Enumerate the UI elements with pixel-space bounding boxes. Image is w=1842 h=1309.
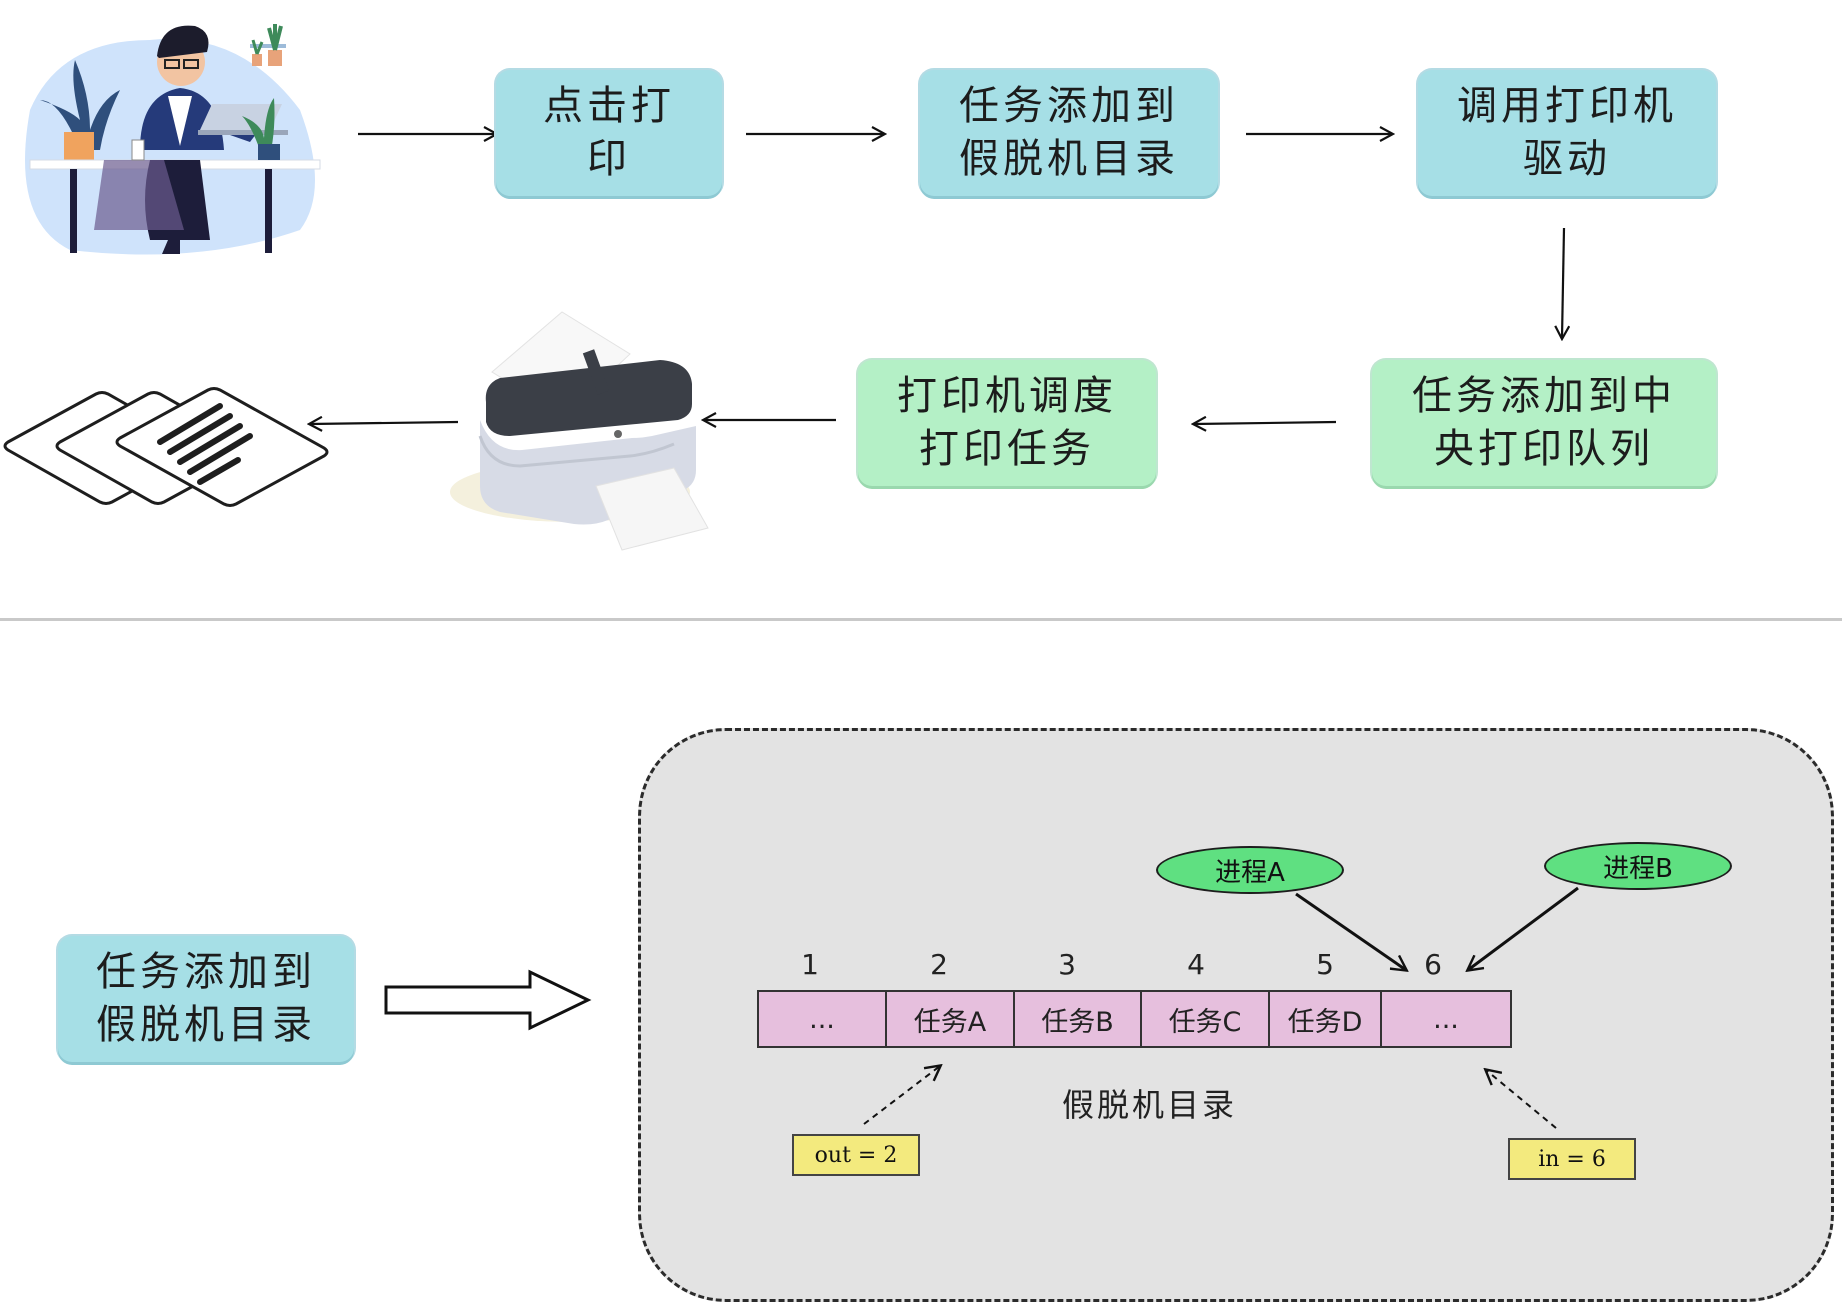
step-printer-schedule-line2: 打印任务 [919,426,1095,472]
spool-directory-slots: ... 任务A 任务B 任务C 任务D ... [757,990,1512,1048]
slot-index-5: 5 [1316,948,1334,981]
out-pointer: out = 2 [792,1134,920,1176]
arrow-printer-to-pages [310,422,459,424]
step-add-to-central-queue-line1: 任务添加到中 [1412,373,1676,420]
spool-directory-label: 假脱机目录 [1062,1086,1238,1124]
source-box-line1: 任务添加到 [96,949,316,996]
slot-cell: 任务C [1140,990,1270,1048]
source-box-line2: 假脱机目录 [96,1002,316,1048]
step-add-to-spool-dir-line2: 假脱机目录 [959,136,1179,182]
slot-index-2: 2 [930,948,948,981]
illustrations-layer [3,24,709,551]
printed-pages-icon [3,387,329,507]
section-divider [0,618,1842,621]
slot-index-3: 3 [1058,948,1076,981]
slot-cell: 任务D [1268,990,1382,1048]
in-pointer: in = 6 [1508,1138,1636,1180]
slot-index-6: 6 [1424,948,1442,981]
process-a-node: 进程A [1156,846,1344,894]
step-click-print-line1: 点击打 [543,83,675,130]
step-add-to-spool-dir: 任务添加到假脱机目录 [920,70,1218,196]
slot-index-1: 1 [801,948,819,981]
step-call-printer-driver: 调用打印机驱动 [1418,70,1716,196]
arrow-queue-to-schedule [1194,422,1337,424]
step-click-print: 点击打印 [496,70,722,196]
printer-illustration [450,311,709,551]
step-printer-schedule-line1: 打印机调度 [897,373,1117,420]
source-box-spool-dir: 任务添加到假脱机目录 [58,936,354,1062]
step-printer-schedule: 打印机调度打印任务 [858,360,1156,486]
process-b-node: 进程B [1544,842,1732,890]
flow-arrows [0,0,1842,620]
step-add-to-central-queue: 任务添加到中央打印队列 [1372,360,1716,486]
step-call-printer-driver-line1: 调用打印机 [1457,83,1677,130]
step-call-printer-driver-line2: 驱动 [1523,136,1611,182]
step-click-print-line2: 印 [587,136,631,182]
slot-cell: 任务B [1013,990,1142,1048]
person-at-desk-illustration [25,24,321,255]
arrow-driver-to-queue [1562,227,1564,338]
slot-cell: ... [1380,990,1512,1048]
slot-index-4: 4 [1187,948,1205,981]
slot-cell: ... [757,990,887,1048]
hollow-right-arrow [384,969,592,1031]
step-add-to-spool-dir-line1: 任务添加到 [959,83,1179,130]
slot-cell: 任务A [885,990,1015,1048]
step-add-to-central-queue-line2: 央打印队列 [1434,426,1654,472]
